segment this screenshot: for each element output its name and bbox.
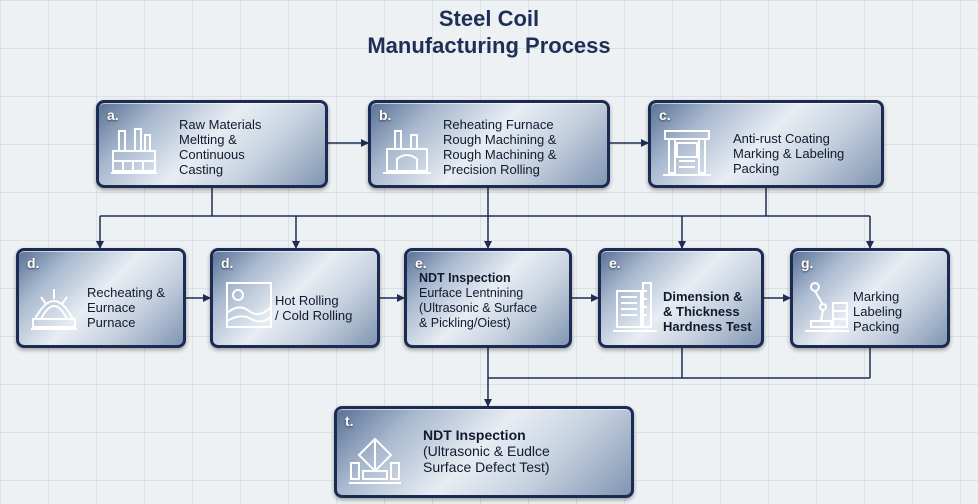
step-letter: b. [379,107,392,123]
step-label: Raw Materials Meltting & Continuous Cast… [179,117,261,177]
step-letter: a. [107,107,119,123]
label-line-1: Dimension & [663,289,743,304]
label-line-1: NDT Inspection [419,271,511,285]
step-label: Hot Rolling / Cold Rolling [275,293,352,323]
label-line-3: Hardness Test [663,319,752,334]
step-label: Anti-rust Coating Marking & Labeling Pac… [733,131,844,176]
process-box-e2[interactable]: e. Dimension & & Thickness Hardness Test [598,248,764,348]
process-box-c[interactable]: c. Anti-rust Coating Marking & Labeling … [648,100,884,188]
label-line-3: Packing [733,161,780,176]
process-box-d2[interactable]: d. Hot Rolling / Cold Rolling [210,248,380,348]
label-line-1: Raw Materials [179,117,262,132]
process-box-g[interactable]: g. Marking Labeling Packing [790,248,950,348]
step-label: Reheating Furnace Rough Machining & Roug… [443,117,556,177]
label-line-3: Rough Machining & [443,147,557,162]
label-line-3: (Ultrasonic & Surface [419,301,538,315]
step-letter: d. [221,255,234,271]
process-box-t[interactable]: t. NDT Inspection (Ultrasonic & Eudlce S… [334,406,634,498]
label-line-3: Surface Defect Test) [423,459,550,475]
label-line-4: Casting [179,162,224,177]
label-line-2: & Thickness [663,304,740,319]
robot-arm-icon [803,279,851,340]
label-line-2: Meltting & [179,132,237,147]
step-letter: e. [609,255,621,271]
label-line-2: Rough Machining & [443,132,557,147]
label-line-2: Labeling [853,304,903,319]
step-letter: d. [27,255,40,271]
label-line-1: Marking [853,289,900,304]
process-box-e1[interactable]: e. NDT Inspection Eurface Lentnining (Ul… [404,248,572,348]
inspection-icon [347,435,403,494]
label-line-2: / Cold Rolling [275,308,353,323]
rolling-chart-icon [223,279,275,338]
label-line-4: & Pickling/Oiest) [419,316,511,330]
label-line-4: Precision Rolling [443,162,540,177]
label-line-1: NDT Inspection [423,427,526,443]
label-line-1: Recheating & [87,285,166,300]
label-line-1: Reheating Furnace [443,117,554,132]
furnace-arch-icon [29,279,79,338]
furnace-icon [381,125,433,182]
label-line-1: Hot Rolling [275,293,339,308]
label-line-1: Anti-rust Coating [733,131,830,146]
process-box-d1[interactable]: d. Recheating & Eurnace Purnace [16,248,186,348]
label-line-2: Eurnace [87,300,136,315]
factory-icon [109,125,159,182]
step-label: Marking Labeling Packing [853,289,902,334]
diagram-title: Steel Coil Manufacturing Process [0,6,978,60]
label-line-3: Continuous [179,147,245,162]
process-box-a[interactable]: a. Raw Materials Meltting & Continuous C… [96,100,328,188]
title-line-1: Steel Coil [438,6,540,31]
step-letter: e. [415,255,427,271]
step-label: Dimension & & Thickness Hardness Test [663,289,752,334]
label-line-2: Marking & Labeling [733,146,845,161]
press-machine-icon [661,125,713,184]
label-line-3: Purnace [87,315,136,330]
measurement-icon [611,279,659,340]
step-label: NDT Inspection Eurface Lentnining (Ultra… [419,271,537,331]
label-line-2: (Ultrasonic & Eudlce [423,443,550,459]
step-letter: c. [659,107,671,123]
step-letter: t. [345,413,354,429]
label-line-2: Eurface Lentnining [419,286,524,300]
step-label: NDT Inspection (Ultrasonic & Eudlce Surf… [423,427,550,475]
title-line-2: Manufacturing Process [367,33,611,58]
step-label: Recheating & Eurnace Purnace [87,285,165,330]
label-line-3: Packing [853,319,900,334]
step-letter: g. [801,255,814,271]
process-box-b[interactable]: b. Reheating Furnace Rough Machining & R… [368,100,610,188]
